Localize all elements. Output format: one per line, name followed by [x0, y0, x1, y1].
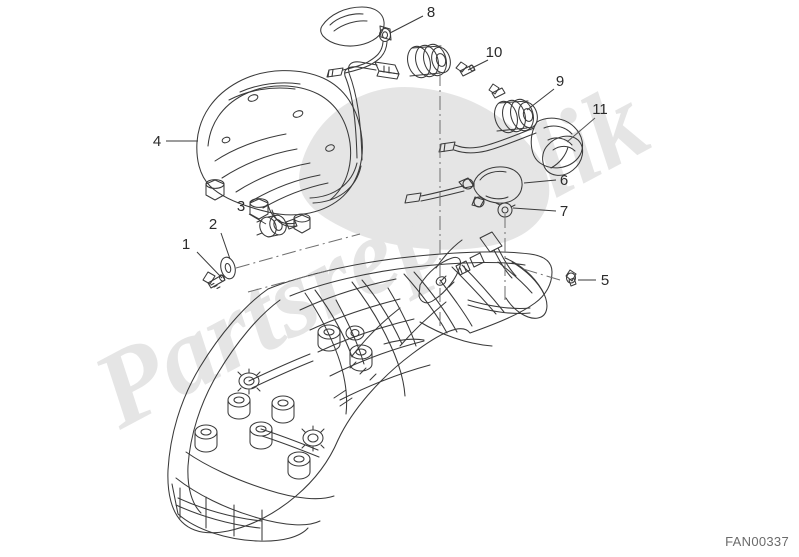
callout-1-label: 1	[182, 236, 190, 253]
right-turn-indicator	[438, 83, 584, 169]
watermark: Partsrepublik	[75, 62, 667, 452]
callout-5[interactable]: 5	[578, 272, 609, 289]
license-plate-lamp	[404, 166, 523, 208]
harness-clip	[455, 252, 485, 276]
callout-6[interactable]: 6	[523, 172, 568, 189]
callout-1[interactable]: 1	[182, 236, 223, 279]
callout-10[interactable]: 10	[467, 44, 503, 71]
callout-11-label: 11	[592, 101, 608, 118]
callout-group: 1 2 3 4 5 6 7 8	[153, 4, 609, 289]
license-plate-bracket	[167, 231, 553, 542]
screw	[202, 271, 226, 290]
callout-3[interactable]: 3	[237, 198, 267, 225]
callout-8[interactable]: 8	[389, 4, 435, 34]
washer	[220, 256, 236, 280]
callout-6-label: 6	[560, 172, 568, 189]
callout-9[interactable]: 9	[526, 73, 564, 111]
callout-4-label: 4	[153, 133, 161, 150]
callout-5-label: 5	[601, 272, 609, 289]
drawing-number: FAN00337	[725, 534, 789, 549]
callout-10-label: 10	[486, 44, 503, 61]
callout-9-label: 9	[556, 73, 564, 90]
callout-7[interactable]: 7	[512, 203, 568, 220]
reflector	[542, 135, 584, 176]
screw-5	[565, 269, 577, 287]
screw-10	[455, 61, 476, 77]
callout-2-label: 2	[209, 216, 217, 233]
callout-11[interactable]: 11	[566, 101, 608, 143]
rubber-grommet	[256, 214, 298, 238]
drawing-linework	[167, 6, 584, 542]
left-turn-indicator	[320, 6, 392, 78]
callout-7-label: 7	[560, 203, 568, 220]
tail-light-housing	[196, 61, 400, 234]
indicator-boot-left	[407, 43, 451, 79]
callout-4[interactable]: 4	[153, 133, 198, 150]
callout-8-label: 8	[427, 4, 435, 21]
centerlines	[235, 72, 561, 330]
callout-3-label: 3	[237, 198, 245, 215]
callout-2[interactable]: 2	[209, 216, 231, 260]
